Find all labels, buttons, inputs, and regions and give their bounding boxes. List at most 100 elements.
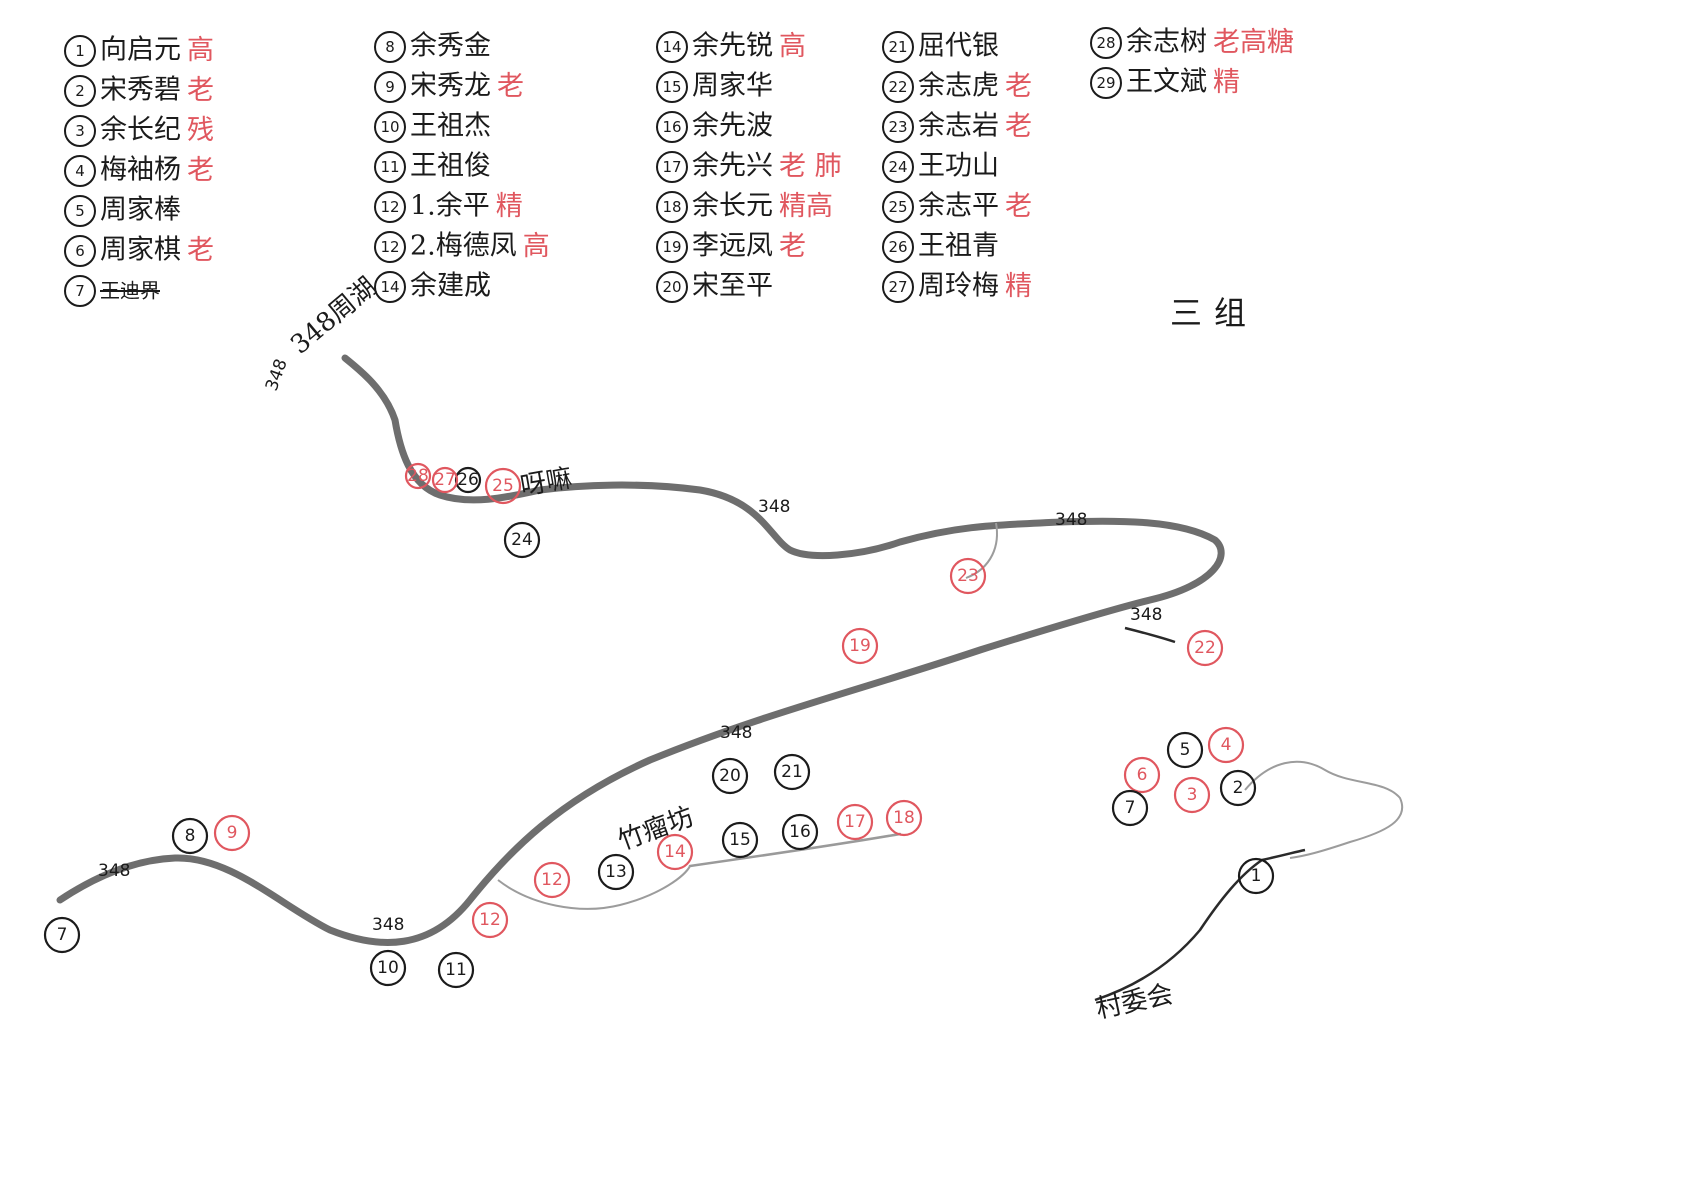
household-marker: 9 [213,814,251,852]
resident-number: 18 [656,190,688,223]
road-label: 348 [98,861,130,881]
resident-number: 26 [882,230,914,263]
resident-name: 向启元 [100,34,181,66]
resident-tag: 精高 [779,190,833,222]
road-label: 348 [1130,605,1162,625]
marker-number: 8 [185,826,196,846]
marker-number: 4 [1221,735,1232,755]
household-marker: 26 [454,466,482,494]
resident-name: 宋秀碧 [100,74,181,106]
household-marker: 8 [171,817,209,855]
resident-tag: 老 肺 [779,150,842,182]
resident-tag: 精 [1005,270,1032,302]
household-marker: 10 [369,949,407,987]
marker-circle [484,467,522,505]
resident-number: 10 [374,110,406,143]
resident-name: 王文斌 [1126,66,1207,98]
resident-name: 余建成 [410,270,491,302]
resident-name: 王迪界 [100,278,160,303]
household-marker: 17 [836,803,874,841]
marker-circle [1207,726,1245,764]
resident-tag: 老 [779,230,806,262]
household-marker: 4 [1207,726,1245,764]
resident-number: 17 [656,150,688,183]
resident-number: 5 [64,194,96,227]
resident-number: 12 [374,230,406,263]
resident-name: 余长纪 [100,114,181,146]
group-label: 三组 [1170,294,1259,332]
resident-name: 王功山 [918,150,999,182]
marker-circle [711,757,749,795]
household-marker: 15 [721,821,759,859]
household-marker: 28 [404,462,432,490]
marker-circle [213,814,251,852]
marker-number: 28 [407,466,429,486]
resident-name: 1.余平 [410,190,490,222]
resident-tag: 老 [187,234,214,266]
resident-tag: 精 [495,190,523,222]
marker-circle [404,462,432,490]
resident-number: 21 [882,30,914,63]
marker-circle [1186,629,1224,667]
household-marker: 16 [781,813,819,851]
marker-circle [1123,756,1161,794]
place-label-near-marker: 呀嘛 [518,463,574,502]
marker-number: 22 [1194,638,1216,658]
marker-circle [1237,857,1275,895]
marker-number: 17 [844,812,866,832]
resident-number: 24 [882,150,914,183]
resident-tag: 高 [779,30,806,62]
village-loop [1244,760,1403,859]
marker-circle [597,853,635,891]
resident-name: 周家棋 [100,234,181,266]
household-marker: 11 [437,951,475,989]
road-label: 348 [372,915,404,935]
household-marker: 1 [1237,857,1275,895]
marker-number: 11 [445,960,467,980]
arrow-23 [1124,626,1176,644]
committee-road [1094,848,1306,1002]
resident-number: 29 [1090,66,1122,99]
resident-name: 王祖青 [918,230,999,262]
household-marker: 12 [533,861,571,899]
marker-circle [1219,769,1257,807]
household-marker: 6 [1123,756,1161,794]
resident-name: 余志树 [1126,26,1207,58]
resident-number: 22 [882,70,914,103]
marker-circle [431,466,459,494]
resident-name: 屈代银 [918,30,999,62]
household-marker: 3 [1173,776,1211,814]
resident-number: 12 [374,190,406,223]
place-label-top-end: 348周湖 [285,272,382,360]
resident-name: 李远凤 [692,230,773,262]
marker-number: 25 [492,476,514,496]
marker-number: 15 [729,830,751,850]
resident-number: 14 [656,30,688,63]
household-marker: 5 [1166,731,1204,769]
resident-number: 6 [64,234,96,267]
resident-tag: 精 [1213,66,1240,98]
resident-number: 27 [882,270,914,303]
road-label: 348 [720,723,752,743]
resident-tag: 老 [187,154,214,186]
marker-number: 13 [605,862,627,882]
